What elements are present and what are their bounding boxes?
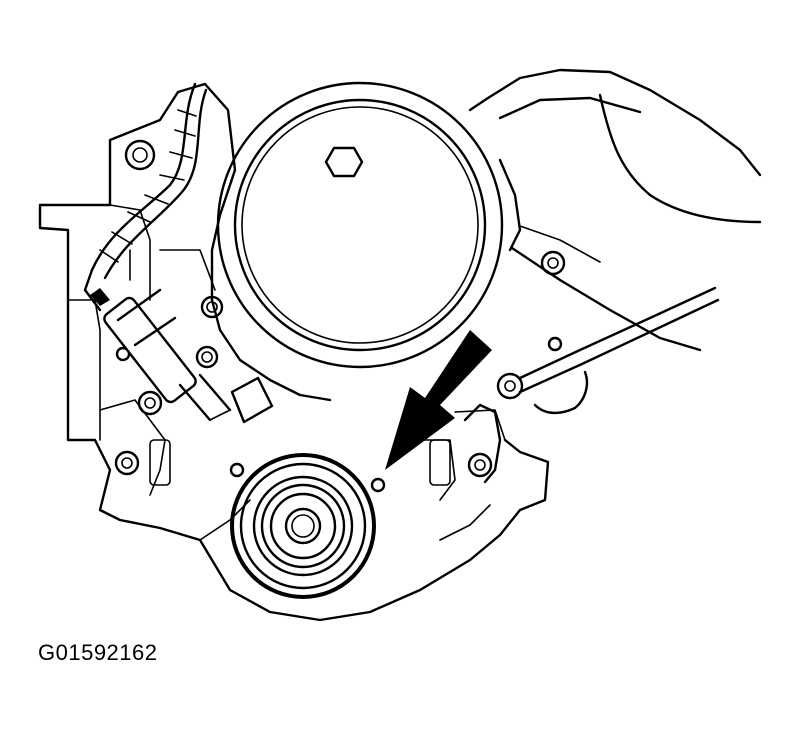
front-cover-outline — [38, 82, 550, 622]
bolt-icon — [137, 390, 163, 416]
sensor-icon — [103, 296, 197, 404]
bolts — [114, 139, 566, 478]
engine-block-outline — [468, 68, 762, 352]
bolt-icon — [124, 139, 156, 171]
pointer-arrow-icon — [385, 330, 492, 470]
bolt-icon — [496, 372, 524, 400]
circular-cover — [216, 81, 504, 369]
bolt-icon — [195, 345, 219, 369]
hex-bolt-icon — [324, 146, 364, 178]
figure-id-label: G01592162 — [38, 640, 158, 665]
bolt-icon — [200, 295, 224, 319]
sensor-harness — [83, 82, 274, 424]
dipstick-tube — [518, 286, 720, 415]
bracket — [149, 403, 502, 493]
bolt-icon — [547, 336, 563, 352]
bolt-icon — [540, 250, 566, 276]
bolt-icon — [114, 450, 140, 476]
bolt-icon — [467, 452, 493, 478]
crankshaft-seal-icon — [230, 453, 376, 599]
